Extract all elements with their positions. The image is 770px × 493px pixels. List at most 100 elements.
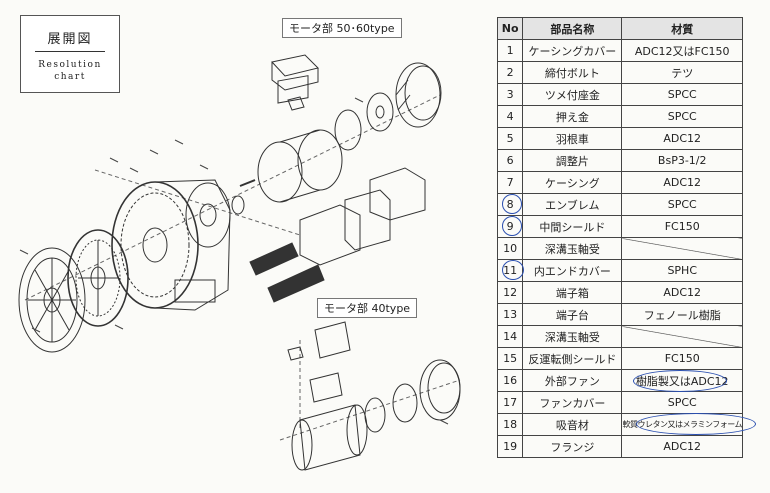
row-part-name: 端子箱 [522,281,623,304]
header-no: No [496,17,524,40]
row-material: SPHC [621,259,743,282]
casing-part [111,179,231,311]
header-part-name: 部品名称 [522,17,623,40]
row-no: 4 [496,105,524,128]
row-no: 6 [496,149,524,172]
row-part-name: 調整片 [522,149,623,172]
row-no: 10 [496,237,524,260]
row-material: SPCC [621,391,743,414]
motor-40-fan-and-cover-part [364,359,461,433]
exploded-view-drawing [18,54,461,471]
row-material: ADC12 [621,435,743,458]
silencer-tube-parts [249,242,325,303]
row-material: ADC12 [621,127,743,150]
row-part-name: 深溝玉軸受 [522,325,623,348]
row-no: 17 [496,391,524,414]
row-part-name: 反運転側シールド [522,347,623,370]
row-material: SPCC [621,105,743,128]
row-part-name: ツメ付座金 [522,83,623,106]
row-part-name: 深溝玉軸受 [522,237,623,260]
row-no: 19 [496,435,524,458]
annotation-circle-row-11 [502,260,524,280]
row-material: FC150 [621,347,743,370]
title-divider [35,51,105,52]
fastener-bolts [19,97,449,425]
row-part-name: 羽根車 [522,127,623,150]
row-part-name: エンブレム [522,193,623,216]
row-no: 7 [496,171,524,194]
fan-cover-part [395,62,442,128]
annotation-circle-row-18-material [636,413,756,435]
row-part-name: 吸音材 [522,413,623,436]
row-no: 16 [496,369,524,392]
title-english: Resolution chart [21,59,119,83]
row-no: 3 [496,83,524,106]
row-no: 12 [496,281,524,304]
row-no: 14 [496,325,524,348]
row-no: 5 [496,127,524,150]
row-part-name: ファンカバー [522,391,623,414]
row-part-name: 内エンドカバー [522,259,623,282]
row-material: ADC12又はFC150 [621,39,743,62]
motor-body-50-60-part [239,75,343,203]
annotation-circle-row-9 [502,216,522,236]
row-no: 2 [496,61,524,84]
row-part-name: 外部ファン [522,369,623,392]
row-material: フェノール樹脂 [621,303,743,326]
row-part-name: 押え金 [522,105,623,128]
row-material: BsP3-1/2 [621,149,743,172]
title-english-line1: Resolution [38,60,102,70]
row-material-empty [621,325,743,348]
motor-body-40-part [287,321,368,471]
row-no: 15 [496,347,524,370]
row-material: SPCC [621,83,743,106]
motor-40-type-label: モータ部 40type [317,298,418,318]
row-no: 13 [496,303,524,326]
annotation-circle-row-16-material [633,370,727,392]
row-material-empty [621,237,743,260]
motor-50-60-type-label: モータ部 50･60type [282,18,402,38]
annotation-circle-row-8 [502,194,522,214]
title-english-line2: chart [54,72,86,82]
row-no: 1 [496,39,524,62]
casing-cover-part [18,247,86,353]
intermediate-shield-part [185,182,245,248]
title-japanese: 展開図 [47,32,93,47]
sound-absorber-part [299,167,426,266]
row-material: テツ [621,61,743,84]
row-part-name: ケーシング [522,171,623,194]
parts-table-header-row: No 部品名称 材質 [496,17,743,40]
row-part-name: 端子台 [522,303,623,326]
anti-drive-shield-part [334,92,394,151]
row-part-name: 中間シールド [522,215,623,238]
row-part-name: フランジ [522,435,623,458]
header-material: 材質 [621,17,743,40]
row-material: ADC12 [621,281,743,304]
row-material: ADC12 [621,171,743,194]
row-material: FC150 [621,215,743,238]
impeller-part [67,229,129,327]
terminal-box-part [271,54,319,111]
title-box: 展開図 Resolution chart [20,15,120,93]
row-part-name: 締付ボルト [522,61,623,84]
row-part-name: ケーシングカバー [522,39,623,62]
row-material: SPCC [621,193,743,216]
assembly-axis-lines [24,94,461,441]
